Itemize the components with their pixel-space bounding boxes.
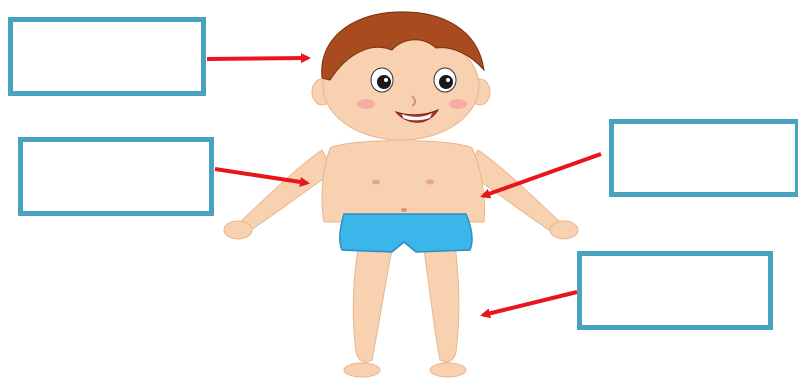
arrow-leg xyxy=(483,292,577,315)
right-cheek xyxy=(449,99,467,109)
right-eye-shine xyxy=(446,78,450,82)
left-hand xyxy=(224,221,252,239)
right-foot xyxy=(430,363,466,377)
left-eye-shine xyxy=(384,78,388,82)
right-hand xyxy=(550,221,578,239)
belly-button xyxy=(401,208,407,212)
legs xyxy=(344,238,466,377)
left-nipple xyxy=(372,180,380,185)
right-pupil xyxy=(439,75,453,89)
left-cheek xyxy=(357,99,375,109)
right-nipple xyxy=(426,180,434,185)
left-foot xyxy=(344,363,380,377)
arrow-head xyxy=(207,58,308,59)
shorts xyxy=(340,214,472,252)
left-pupil xyxy=(377,75,391,89)
